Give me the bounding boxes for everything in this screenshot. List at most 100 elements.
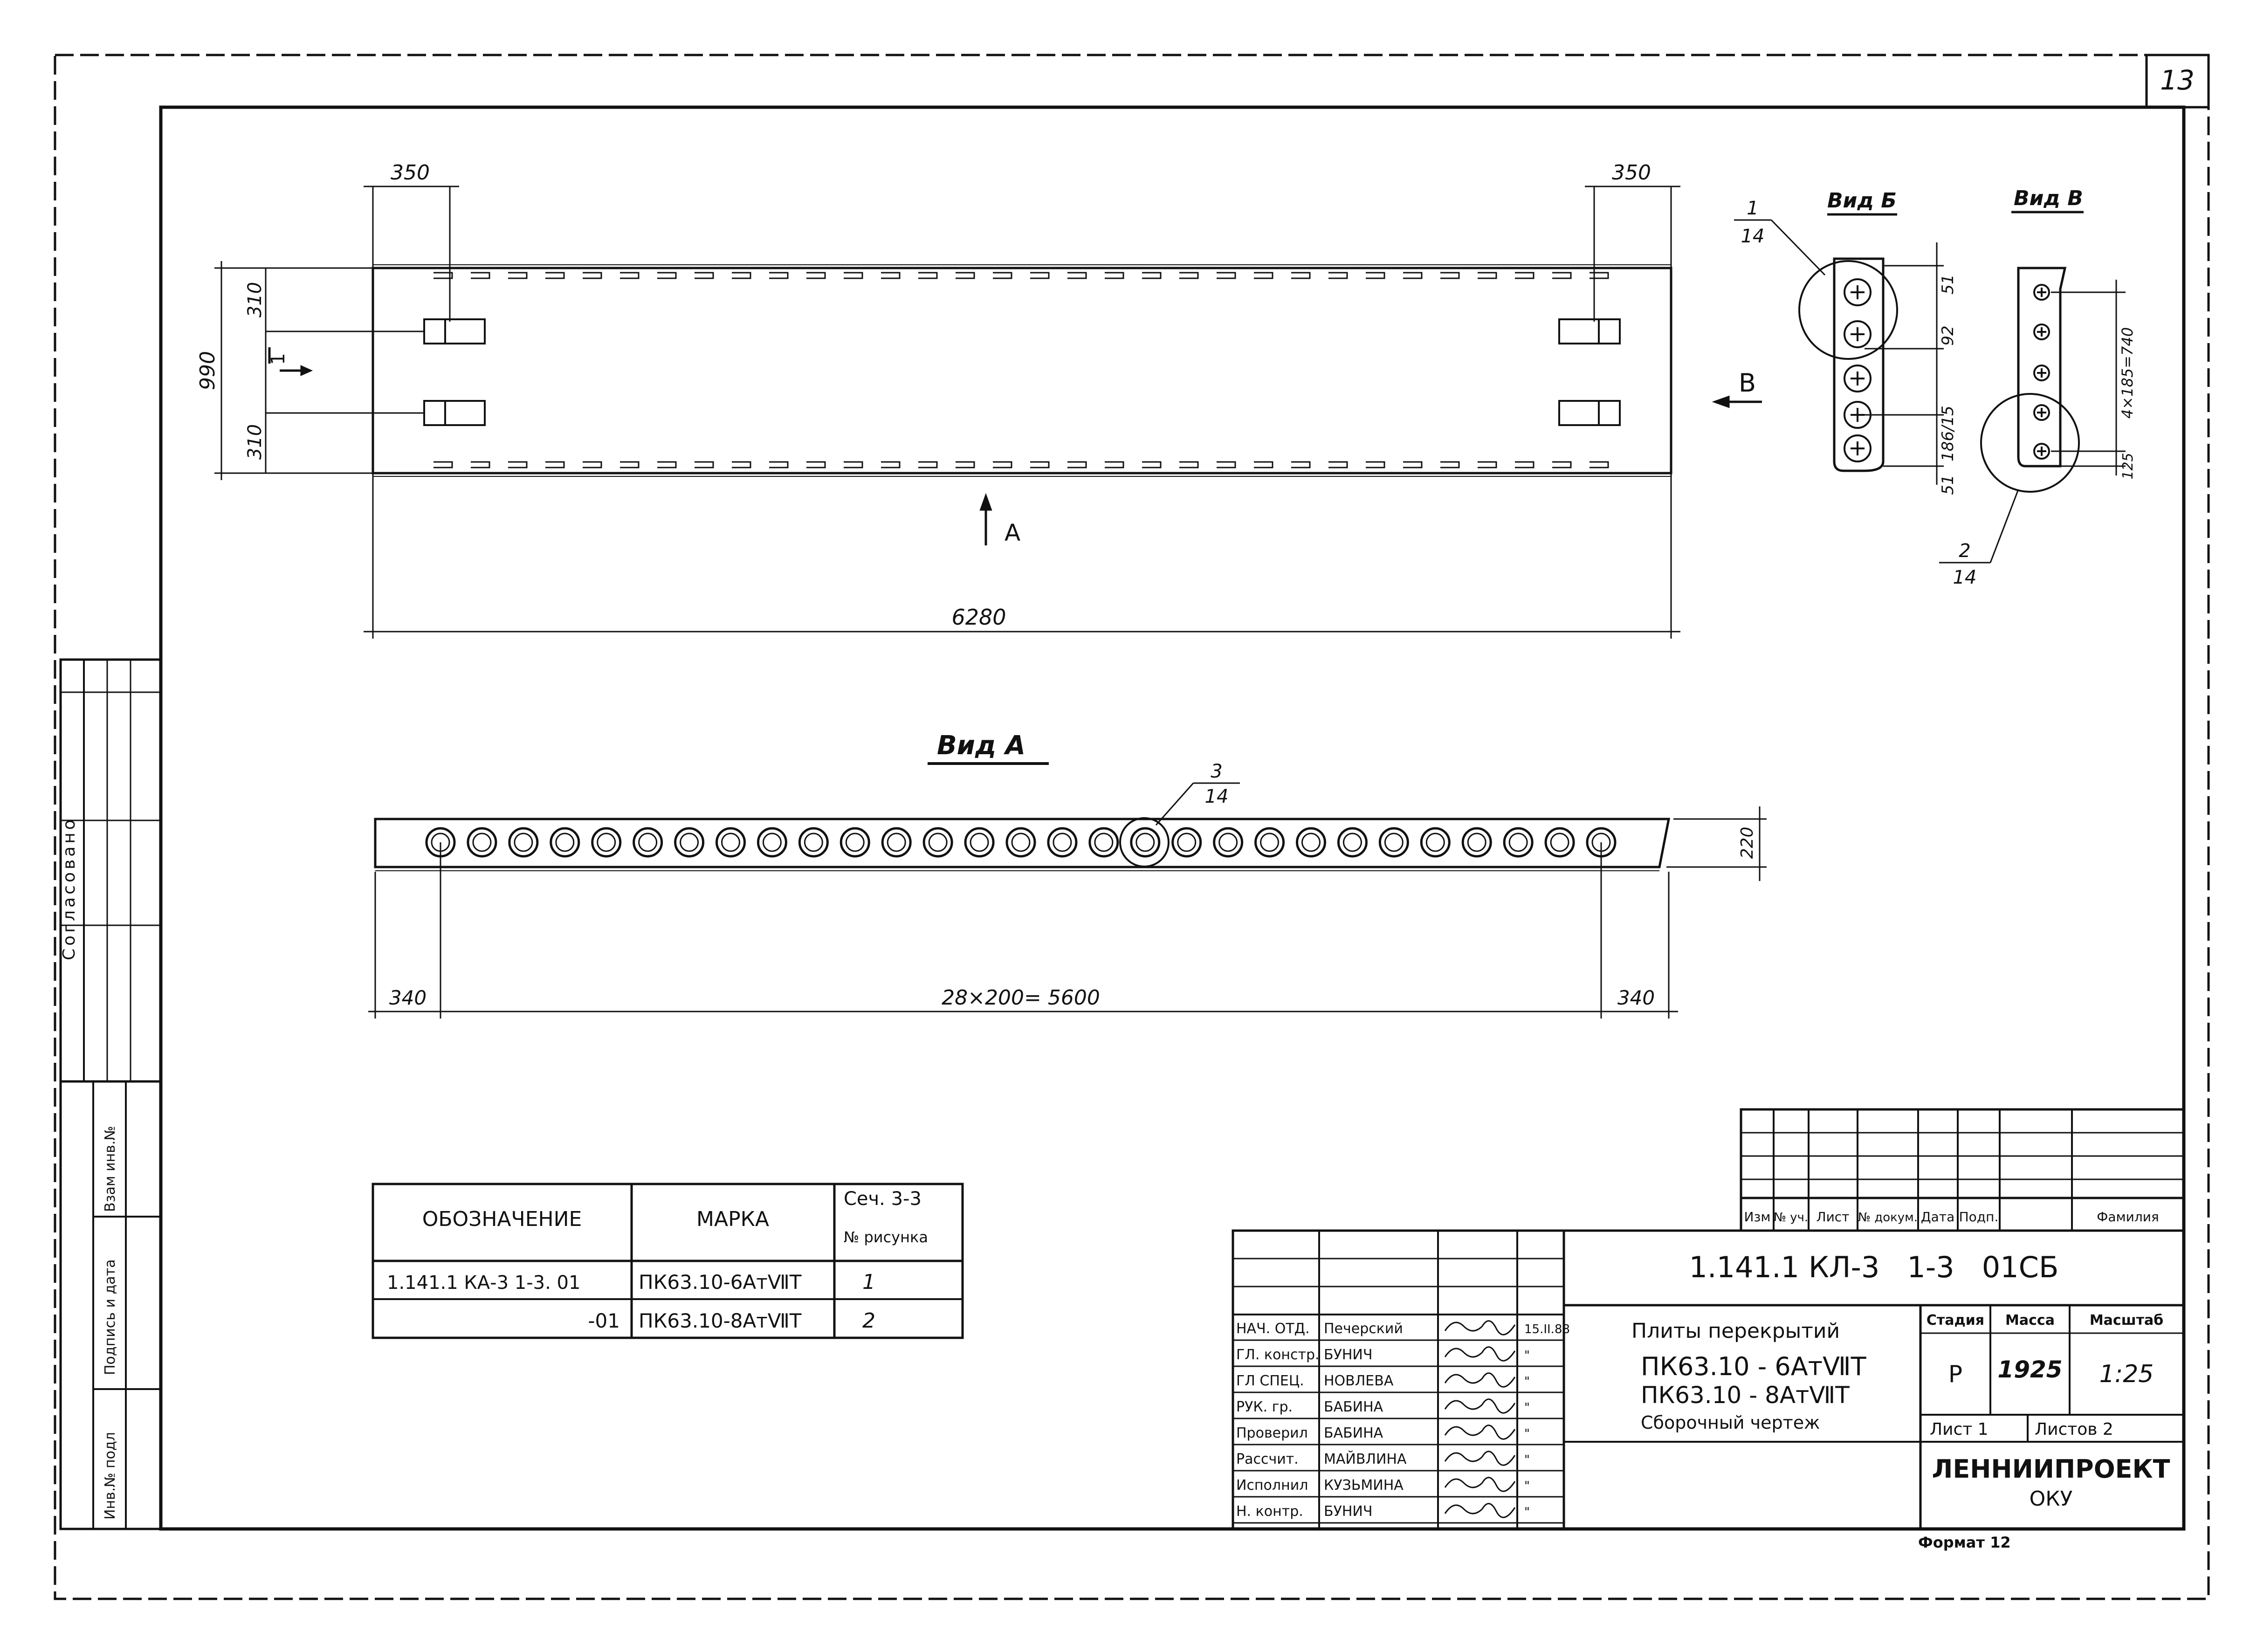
hollow-core	[467, 827, 497, 858]
hollow-cores	[425, 827, 1617, 858]
signature	[1444, 1398, 1516, 1414]
stage-value: Р	[1948, 1361, 1962, 1388]
stamp-cell-replace: Взам инв.№	[102, 1126, 118, 1212]
outer-frame	[54, 54, 2210, 1600]
rev-header-sign: Подп.	[1959, 1209, 1999, 1225]
view-v-bolts	[2033, 284, 2050, 460]
hollow-core-inner	[721, 833, 740, 852]
hollow-core	[839, 827, 870, 858]
plan-view: 350 350 990 310 310 6280 1 A B	[196, 161, 1762, 639]
view-a-dim-height: 220	[1738, 827, 1757, 859]
rev-header-list: Лист	[1817, 1209, 1850, 1225]
mass-value: 1925	[1997, 1356, 2062, 1383]
view-a-slab-outline	[374, 818, 1671, 868]
rev-header-uch: № уч.	[1774, 1211, 1808, 1225]
stamp-cell-sign: Подпись и дата	[102, 1260, 118, 1376]
callout-1-den: 14	[1741, 226, 1765, 247]
signature	[1444, 1503, 1516, 1518]
bottom-edge-keys	[434, 461, 1609, 468]
lifting-loop-bottom-left	[423, 400, 486, 426]
view-arrow-a-label: A	[1005, 519, 1020, 546]
callout-2-den: 14	[1953, 567, 1977, 588]
person-date: "	[1524, 1453, 1530, 1467]
section-mark-1	[268, 347, 313, 376]
hollow-core	[964, 827, 995, 858]
hollow-core-inner	[638, 833, 658, 852]
hollow-core	[1503, 827, 1534, 858]
plan-slab-outline	[372, 267, 1672, 475]
hollow-core	[1254, 827, 1285, 858]
hollow-core	[1130, 827, 1161, 858]
hollow-core	[1544, 827, 1575, 858]
hollow-core	[1213, 827, 1244, 858]
format-label: Формат 12	[1918, 1534, 2011, 1551]
person-date: "	[1524, 1349, 1530, 1363]
view-arrow-b-label: B	[1739, 368, 1756, 398]
person-role: НАЧ. ОТД.	[1236, 1321, 1310, 1337]
hollow-core-inner	[928, 833, 948, 852]
hollow-core-inner	[1011, 833, 1031, 852]
side-stamp: Согласовано Взам инв.№ Подпись и дата Ин…	[59, 658, 162, 1530]
hollow-core-inner	[887, 833, 906, 852]
signature	[1444, 1425, 1516, 1440]
marks-row2-mark: ПК63.10-8АтⅦТ	[639, 1309, 802, 1332]
hollow-core-inner	[1135, 833, 1155, 852]
hollow-core-inner	[1218, 833, 1238, 852]
marks-row1-mark: ПК63.10-6АтⅦТ	[639, 1271, 802, 1294]
hollow-core-inner	[1384, 833, 1404, 852]
sheet-number: 13	[2160, 64, 2195, 96]
signature	[1444, 1320, 1516, 1335]
person-role: Проверил	[1236, 1425, 1308, 1441]
person-role: Исполнил	[1236, 1477, 1308, 1494]
person-name: Печерский	[1324, 1321, 1403, 1337]
lifting-loop-top-left	[423, 318, 486, 344]
hollow-core-inner	[680, 833, 699, 852]
department: ОКУ	[2030, 1487, 2073, 1511]
signature	[1444, 1372, 1516, 1388]
hollow-core	[633, 827, 663, 858]
person-name: БАБИНА	[1324, 1425, 1383, 1441]
view-b-title: Вид Б	[1827, 189, 1897, 213]
lifting-loop-top-right	[1558, 318, 1621, 344]
dim-left-lower: 310	[244, 424, 266, 460]
view-v-outline	[2017, 267, 2067, 468]
rev-header-date: Дата	[1921, 1209, 1955, 1225]
person-date: "	[1524, 1479, 1530, 1493]
view-b-bolts	[1844, 278, 1872, 462]
dim-height: 990	[196, 351, 220, 390]
title-line4: Сборочный чертеж	[1641, 1412, 1820, 1433]
detail-circle-3	[1119, 817, 1170, 867]
dim-length: 6280	[951, 605, 1006, 630]
hollow-core	[798, 827, 829, 858]
section-mark-label: 1	[268, 353, 289, 365]
person-name: БУНИЧ	[1324, 1347, 1372, 1363]
rev-header-doc: № докум.	[1858, 1211, 1918, 1225]
hollow-core-inner	[1053, 833, 1072, 852]
view-arrow-a	[979, 493, 992, 545]
marks-table: ОБОЗНАЧЕНИЕ МАРКА Сеч. 3-3 № рисунка 1.1…	[372, 1183, 964, 1339]
view-b-dim-3: 186/15	[1939, 406, 1957, 461]
hollow-core-inner	[1425, 833, 1445, 852]
person-name: КУЗЬМИНА	[1324, 1477, 1404, 1494]
hollow-core-inner	[762, 833, 782, 852]
hollow-core	[1337, 827, 1368, 858]
view-a-title: Вид А	[937, 730, 1025, 761]
hollow-core-inner	[1550, 833, 1569, 852]
view-a-dim-right: 340	[1617, 986, 1655, 1009]
marks-header-figure: № рисунка	[844, 1228, 928, 1246]
hollow-core-inner	[845, 833, 865, 852]
person-role: ГЛ. констр.	[1236, 1347, 1320, 1363]
hollow-core-inner	[555, 833, 575, 852]
marks-header-section: Сеч. 3-3	[844, 1188, 922, 1210]
title-block: Изм № уч. Лист № докум. Дата Подп. Фамил…	[1232, 1108, 2185, 1551]
doc-code: 1.141.1 КЛ-3 1-3 01СБ	[1689, 1250, 2058, 1284]
hollow-core	[1296, 827, 1326, 858]
dim-left-upper: 310	[244, 282, 266, 317]
hollow-core-inner	[970, 833, 989, 852]
hollow-core-inner	[1342, 833, 1362, 852]
title-line1: Плиты перекрытий	[1631, 1319, 1840, 1343]
hollow-core	[1047, 827, 1078, 858]
view-v-dim-2: 125	[2120, 453, 2136, 479]
